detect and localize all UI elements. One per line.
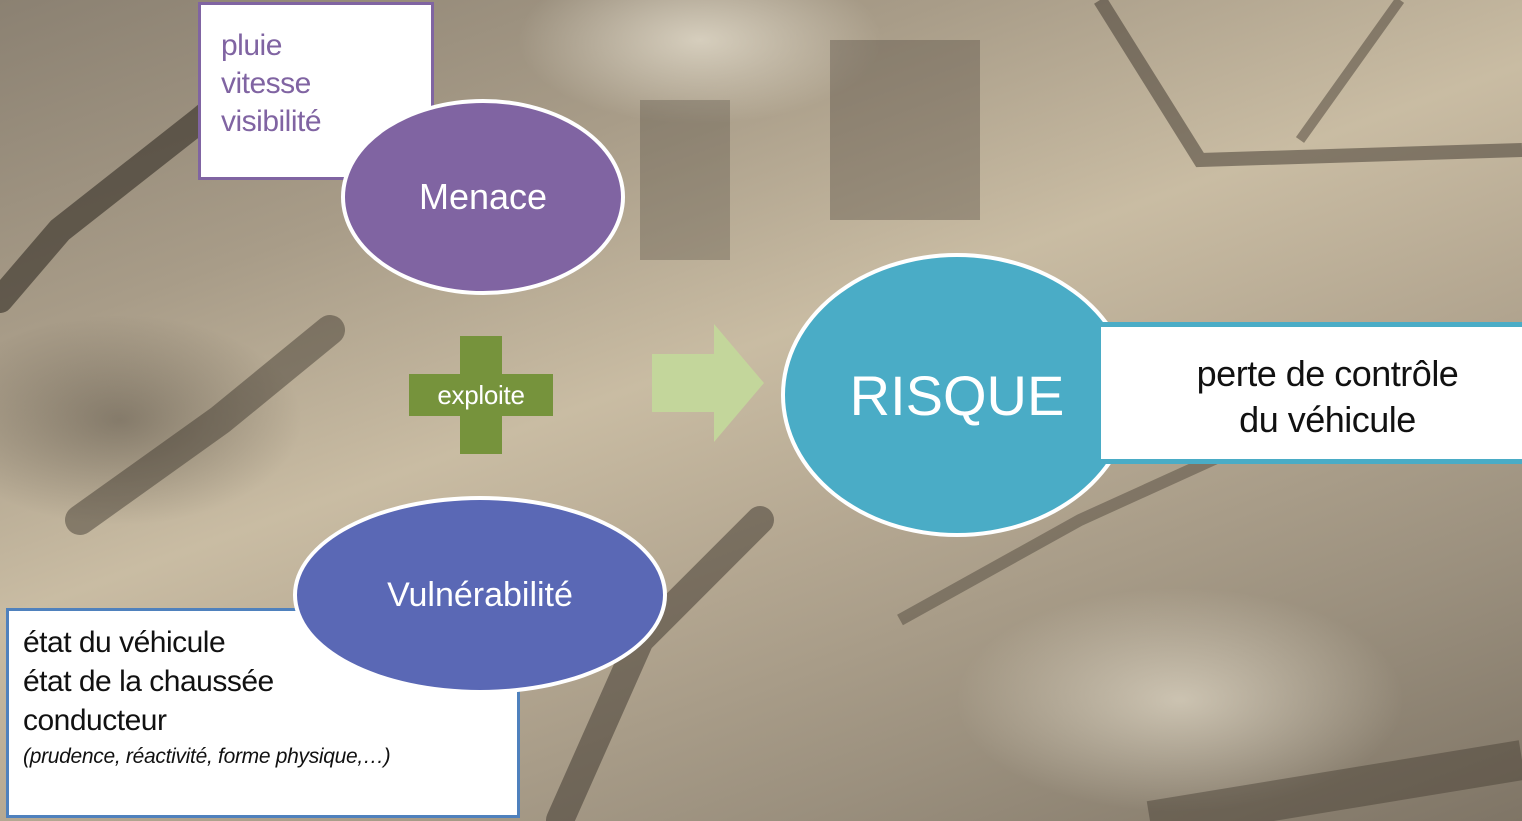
menace-label: Menace [418, 176, 548, 217]
vulnerability-ellipse: Vulnérabilité [293, 496, 667, 694]
risk-circle: RISQUE [781, 253, 1133, 537]
vulnerability-factor-road: état de la chaussée [23, 665, 274, 698]
vulnerability-factor-vehicle: état du véhicule [23, 626, 226, 659]
vulnerability-driver-note: (prudence, réactivité, forme physique,…) [23, 745, 391, 768]
plus-horizontal-bar [409, 374, 553, 416]
risk-description-line-1: perte de contrôle [1196, 353, 1459, 394]
operator-label: exploite [437, 379, 525, 410]
threat-factor-rain: pluie [221, 29, 282, 62]
menace-ellipse: Menace [341, 99, 625, 295]
risk-description-line-2: du véhicule [1239, 399, 1416, 440]
risk-description-box: perte de contrôle du véhicule [1096, 322, 1522, 464]
threat-factor-speed: vitesse [221, 67, 311, 100]
vulnerability-label: Vulnérabilité [387, 575, 573, 614]
threat-factor-visibility: visibilité [221, 105, 322, 138]
right-arrow-icon [652, 324, 764, 442]
plus-operator: exploite [409, 336, 553, 454]
risk-label: RISQUE [849, 363, 1065, 427]
vulnerability-factor-driver: conducteur [23, 704, 167, 737]
